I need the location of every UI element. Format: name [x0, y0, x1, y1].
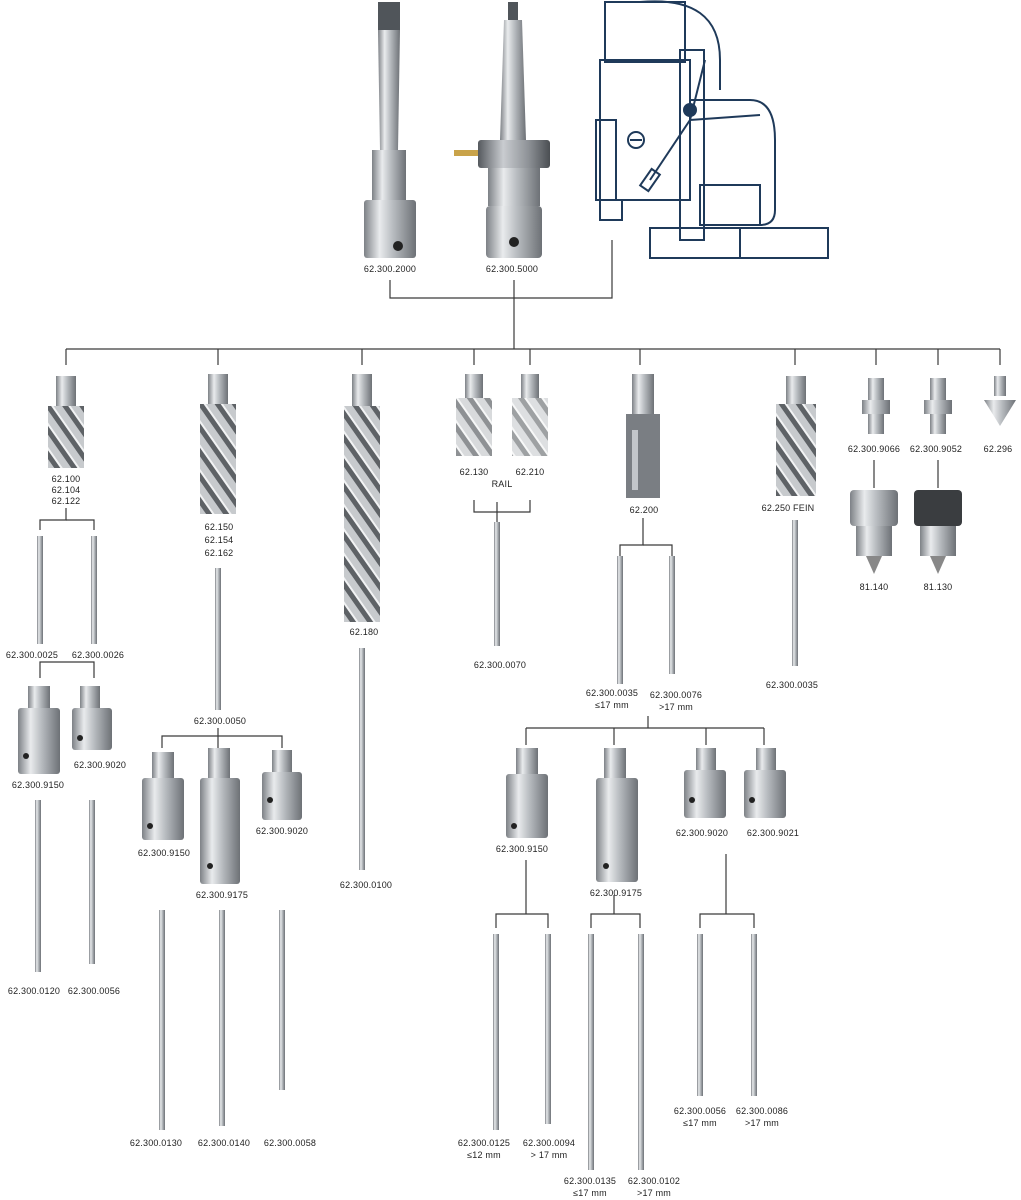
label-pin-0035: 62.300.0035 — [586, 688, 638, 698]
label-pin-0056a: 62.300.0056 — [68, 986, 120, 996]
chuck-adapter-image-c8 — [924, 378, 952, 434]
label-cutter-c4a: 62.130 — [460, 467, 489, 477]
label-pin-0086-note: >17 mm — [745, 1118, 779, 1128]
label-pin-0035-note: ≤17 mm — [595, 700, 629, 710]
chuck-adapter-image-c7 — [862, 378, 890, 434]
label-pin-0035b: 62.300.0035 — [766, 680, 818, 690]
label-pin-0070: 62.300.0070 — [474, 660, 526, 670]
label-adapter-weldon: 62.300.5000 — [486, 264, 538, 274]
label-ext-9175a: 62.300.9175 — [196, 890, 248, 900]
label-ext-9150a: 62.300.9150 — [12, 780, 64, 790]
label-pin-0120: 62.300.0120 — [8, 986, 60, 996]
ejector-pin-images — [35, 520, 798, 1170]
label-chuck-2: 81.130 — [924, 582, 953, 592]
cutter-image-c1 — [48, 376, 84, 468]
weldon-arbor-image — [454, 2, 550, 258]
label-ext-9020c: 62.300.9020 — [676, 828, 728, 838]
drill-chuck-image-2 — [914, 490, 962, 574]
label-cutter-c7: 62.300.9066 — [848, 444, 900, 454]
label-cutter-c2-2: 62.162 — [205, 548, 234, 558]
label-rail: RAIL — [492, 479, 513, 489]
label-ext-9150b: 62.300.9150 — [138, 848, 190, 858]
label-pin-0025: 62.300.0025 — [6, 650, 58, 660]
label-pin-0125-note: ≤12 mm — [467, 1150, 501, 1160]
label-cutter-c9: 62.296 — [984, 444, 1013, 454]
label-pin-0135-note: ≤17 mm — [573, 1188, 607, 1198]
cutter-image-c5 — [626, 374, 660, 498]
label-pin-0102-note: >17 mm — [637, 1188, 671, 1198]
label-cutter-c6: 62.250 FEIN — [762, 503, 815, 513]
label-pin-0056b: 62.300.0056 — [674, 1106, 726, 1116]
label-chuck-1: 81.140 — [860, 582, 889, 592]
label-pin-0076: 62.300.0076 — [650, 690, 702, 700]
label-ext-9020a: 62.300.9020 — [74, 760, 126, 770]
magnetic-drill-image — [596, 1, 828, 258]
label-cutter-c8: 62.300.9052 — [910, 444, 962, 454]
drill-chuck-image-1 — [850, 490, 898, 574]
label-cutter-c3: 62.180 — [350, 627, 379, 637]
label-cutter-c5: 62.200 — [630, 505, 659, 515]
countersink-image-c9 — [984, 376, 1016, 426]
label-pin-0086: 62.300.0086 — [736, 1106, 788, 1116]
extension-images — [18, 686, 786, 884]
cutter-image-c3 — [344, 374, 380, 622]
label-pin-0130: 62.300.0130 — [130, 1138, 182, 1148]
label-cutter-c4b: 62.210 — [516, 467, 545, 477]
cutter-image-c4a — [456, 374, 492, 456]
label-adapter-mt2: 62.300.2000 — [364, 264, 416, 274]
label-ext-9020b: 62.300.9020 — [256, 826, 308, 836]
label-pin-0094-note: > 17 mm — [531, 1150, 568, 1160]
label-pin-0102: 62.300.0102 — [628, 1176, 680, 1186]
label-cutter-c2-1: 62.154 — [205, 535, 234, 545]
label-pin-0100: 62.300.0100 — [340, 880, 392, 890]
mt2-arbor-image — [364, 2, 416, 258]
label-pin-0026: 62.300.0026 — [72, 650, 124, 660]
label-cutter-c1-2: 62.122 — [52, 496, 81, 506]
cutter-image-c2 — [200, 374, 236, 514]
label-pin-0076-note: >17 mm — [659, 702, 693, 712]
label-cutter-c2-0: 62.150 — [205, 522, 234, 532]
label-pin-0050: 62.300.0050 — [194, 716, 246, 726]
label-pin-0058: 62.300.0058 — [264, 1138, 316, 1148]
label-cutter-c1-0: 62.100 — [52, 474, 81, 484]
label-pin-0135: 62.300.0135 — [564, 1176, 616, 1186]
label-pin-0140: 62.300.0140 — [198, 1138, 250, 1148]
label-pin-0056b-note: ≤17 mm — [683, 1118, 717, 1128]
label-ext-9021: 62.300.9021 — [747, 828, 799, 838]
label-cutter-c1-1: 62.104 — [52, 485, 81, 495]
cutter-image-c4b — [512, 374, 548, 456]
cutter-image-c6 — [776, 376, 816, 496]
label-pin-0125: 62.300.0125 — [458, 1138, 510, 1148]
label-ext-9150c: 62.300.9150 — [496, 844, 548, 854]
label-ext-9175b: 62.300.9175 — [590, 888, 642, 898]
label-pin-0094: 62.300.0094 — [523, 1138, 575, 1148]
